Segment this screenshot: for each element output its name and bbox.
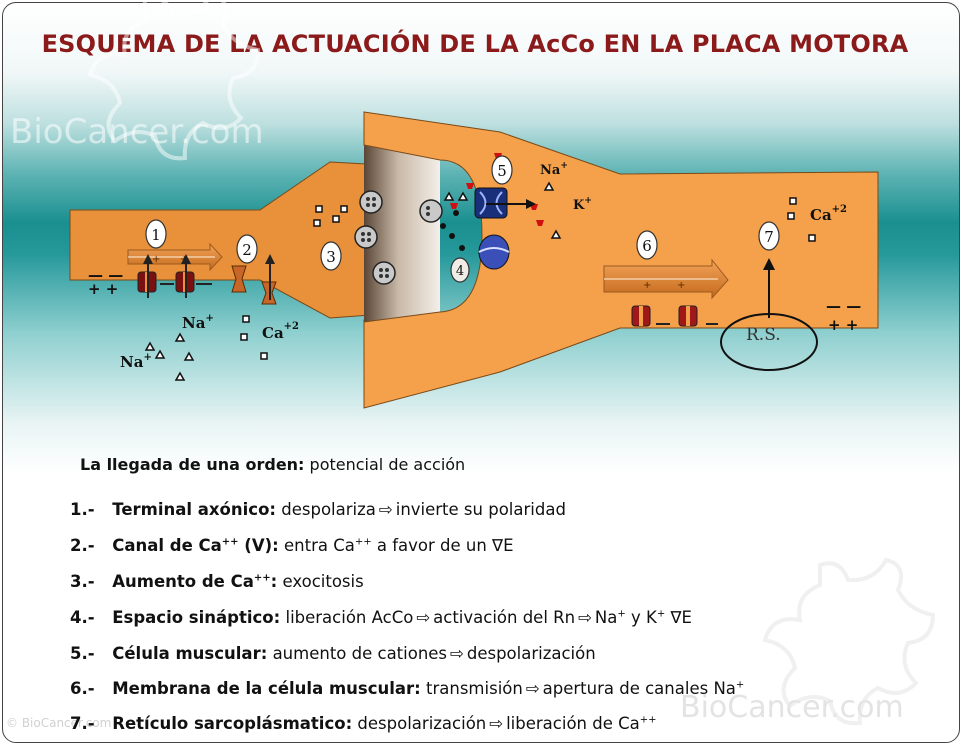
na-label-left: Na+ (182, 313, 214, 332)
depolarization-arrow-6: + + (603, 258, 729, 300)
ca-label-right: Ca+2 (810, 204, 847, 224)
watermark-flower-top (87, 0, 261, 161)
na-label-left-low: Na+ (120, 352, 152, 371)
step-7-label: 7 (764, 228, 774, 246)
muscle-sodium-channel-icon (631, 305, 698, 327)
svg-text:+: + (152, 254, 160, 265)
ca-label-left: Ca+2 (262, 321, 299, 342)
muscle-cell-shape (363, 111, 879, 409)
step-4-label: 4 (456, 264, 464, 279)
step-3-label: 3 (326, 248, 336, 266)
watermark-corner: © BioCancer.com (6, 716, 112, 730)
svg-text:+: + (643, 280, 651, 291)
na-label-right: Na+ (540, 161, 568, 178)
step-6-label: 6 (642, 237, 652, 255)
calcium-channel-icon (231, 265, 277, 305)
step-5-label: 5 (497, 162, 507, 180)
receptor-sphere-icon (478, 234, 510, 270)
page-title: ESQUEMA DE LA ACTUACIÓN DE LA AcCo EN LA… (41, 30, 909, 58)
calcium-ion-icon (240, 197, 816, 360)
step-1-label: 1 (151, 226, 161, 244)
vesicle-icon (354, 190, 443, 285)
charge-right-top: — — (826, 297, 861, 315)
charge-left-bottom: + + (88, 280, 118, 298)
charge-right-bottom: + + (828, 316, 858, 334)
watermark-flower-bottom (762, 557, 936, 726)
step-2-label: 2 (242, 241, 252, 259)
rs-label: R.S. (746, 325, 781, 345)
acetylcholine-icon (440, 153, 544, 251)
sodium-ion-icon (144, 181, 562, 381)
svg-text:+: + (677, 280, 685, 291)
k-label-right: K+ (573, 196, 592, 213)
step-number-badge (145, 155, 780, 283)
charge-left-top: — — (88, 266, 123, 284)
